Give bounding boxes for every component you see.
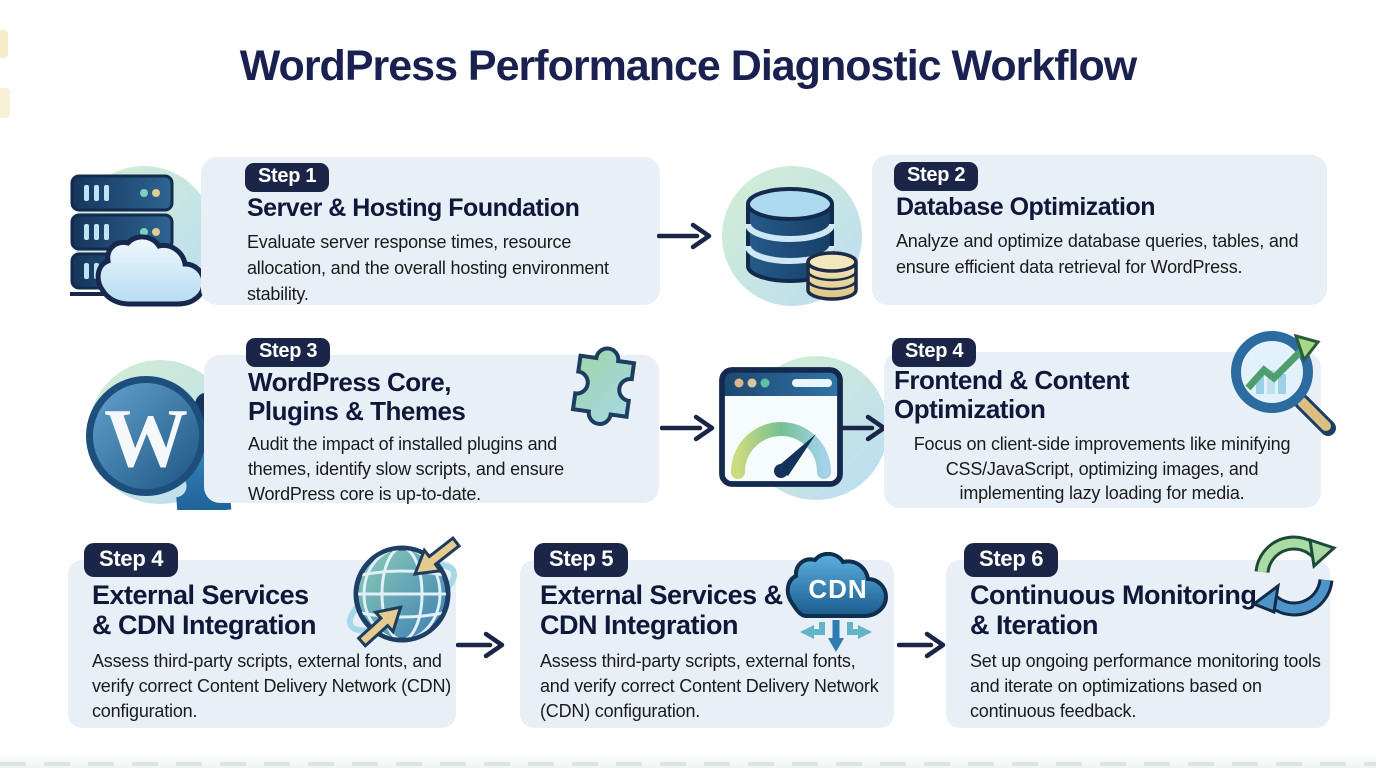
step-description: Focus on client-side improvements like m…	[913, 434, 1291, 503]
flow-arrow-icon	[897, 631, 946, 659]
puzzle-icon	[570, 346, 637, 426]
step-badge: Step 4	[84, 543, 179, 577]
flow-arrow-icon	[660, 414, 715, 442]
step-badge: Step 2	[894, 162, 979, 191]
bottom-artifact-strip	[0, 752, 1376, 768]
step-title: Server & Hosting Foundation	[247, 194, 580, 222]
wordpress-puzzle-icon: W	[86, 360, 233, 510]
step-title: Continuous Monitoring & Iteration	[970, 580, 1257, 641]
step-card-3: Step 3 WordPress Core, Plugins & Themes …	[204, 338, 659, 504]
database-icon	[722, 166, 862, 306]
cdn-label: CDN	[808, 574, 867, 604]
globe-arrows-icon	[346, 535, 462, 648]
step-title: External Services & CDN Integration	[540, 580, 783, 641]
step-card-4: Step 4 Frontend & Content Optimization F…	[884, 338, 1321, 508]
step-badge: Step 6	[964, 543, 1059, 577]
step-description: Set up ongoing performance monitoring to…	[970, 651, 1321, 721]
step-description: Audit the impact of installed plugins an…	[248, 434, 564, 504]
step-badge: Step 4	[892, 338, 977, 367]
flow-arrow-icon	[838, 414, 887, 442]
step-card-1: Step 1 Server & Hosting Foundation Evalu…	[201, 157, 660, 305]
step-title: Frontend & Content Optimization	[894, 365, 1130, 425]
step-description: Assess third-party scripts, external fon…	[92, 651, 452, 721]
step-title: External Services & CDN Integration	[92, 580, 317, 641]
page-title: WordPress Performance Diagnostic Workflo…	[239, 42, 1137, 90]
step-description: Evaluate server response times, resource…	[247, 232, 609, 304]
server-cloud-icon	[70, 166, 214, 307]
left-edge-mark	[0, 88, 10, 118]
step-badge: Step 5	[534, 543, 629, 577]
step-card-2: Step 2 Database Optimization Analyze and…	[872, 155, 1327, 305]
left-edge-mark	[0, 30, 8, 58]
magnifier-chart-icon	[1231, 331, 1336, 436]
wordpress-w-glyph: W	[104, 392, 188, 485]
step-title: Database Optimization	[896, 193, 1156, 221]
step-badge: Step 1	[245, 163, 330, 192]
flow-arrow-icon	[456, 631, 505, 659]
step-title: WordPress Core, Plugins & Themes	[248, 367, 466, 427]
step-card-7: Step 6 Continuous Monitoring & Iteration…	[946, 543, 1330, 728]
step-badge: Step 3	[246, 338, 331, 367]
refresh-cycle-icon	[1250, 535, 1337, 617]
step-card-6: Step 5 External Services & CDN Integrati…	[520, 543, 894, 728]
step-description: Analyze and optimize database queries, t…	[896, 231, 1299, 277]
browser-speedometer-icon	[719, 356, 888, 500]
step-description: Assess third-party scripts, external fon…	[540, 651, 879, 721]
cdn-cloud-icon: CDN	[785, 552, 889, 652]
flow-arrow-icon	[657, 222, 712, 250]
